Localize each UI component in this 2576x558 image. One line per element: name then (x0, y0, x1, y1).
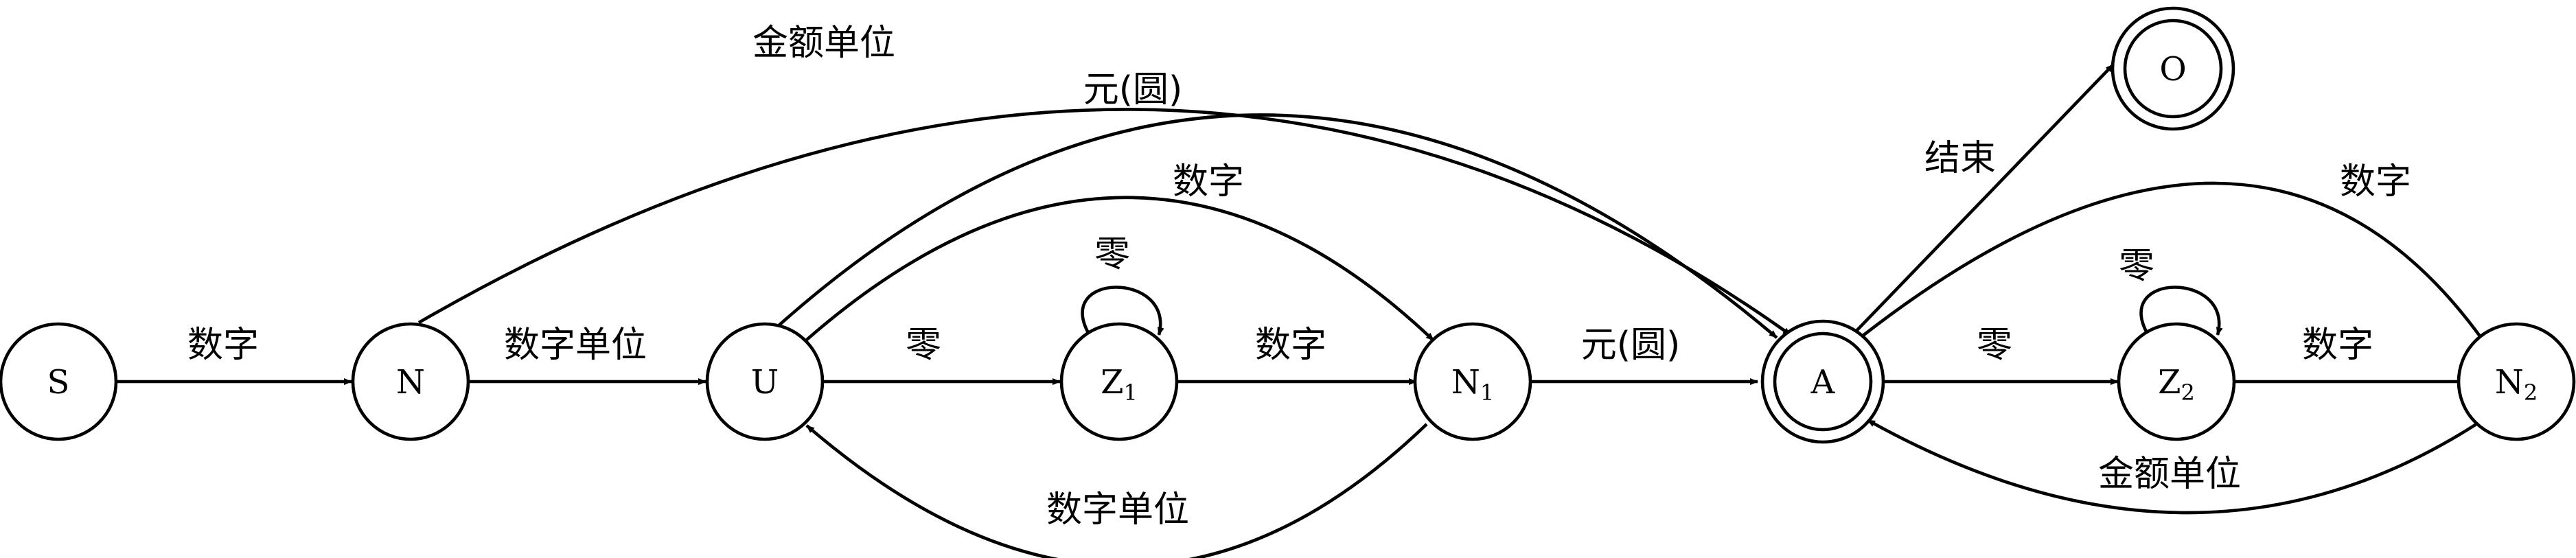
label-a-to-o: 结束 (1924, 138, 1996, 179)
label-n1-to-u: 数字单位 (1046, 489, 1189, 531)
edge-n1-to-u (805, 423, 1428, 558)
edge-z2-self-loop (2139, 286, 2223, 338)
edge-n2-to-a (1866, 418, 2480, 515)
label-a-to-n2: 数字 (2340, 161, 2411, 202)
state-n: N (351, 322, 470, 441)
state-z1-label: Z1 (1101, 363, 1138, 406)
state-a-label: A (1810, 363, 1836, 402)
edge-n-to-a (417, 108, 1792, 336)
label-u-to-n1: 数字 (1173, 161, 1244, 202)
label-z2-self-loop: 零 (2119, 246, 2154, 287)
state-z2: Z2 (2117, 322, 2236, 441)
state-s: S (0, 322, 118, 441)
label-n-to-u: 数字单位 (504, 325, 647, 366)
label-s-to-n: 数字 (187, 325, 259, 366)
label-n-to-a: 金额单位 (752, 23, 895, 64)
edge-a-to-o (1854, 63, 2115, 334)
state-u-label: U (751, 363, 779, 402)
edge-u-to-n1 (805, 196, 1435, 342)
states: S N U Z1 N1 A Z2 (0, 6, 2576, 444)
state-u: U (705, 322, 825, 441)
edge-u-to-a (774, 113, 1778, 339)
state-z2-label: Z2 (2158, 363, 2195, 406)
label-z1-to-n1: 数字 (1255, 325, 1326, 366)
edges (117, 63, 2485, 558)
state-n1: N1 (1413, 322, 1532, 441)
state-s-label: S (47, 363, 70, 402)
edge-a-to-n2 (1861, 181, 2485, 343)
label-u-to-z1: 零 (906, 325, 941, 366)
edge-labels: 数字 数字单位 金额单位 元(圆) 数字 零 零 数字 数字单位 元(圆) 结束… (187, 23, 2411, 531)
state-n2: N2 (2457, 322, 2576, 441)
label-n2-to-a: 金额单位 (2098, 454, 2241, 495)
edge-z1-self-loop (1081, 286, 1164, 338)
state-n-label: N (396, 363, 425, 402)
state-z1: Z1 (1059, 322, 1179, 441)
state-n1-label: N1 (1451, 363, 1494, 406)
label-z2-to-n2: 数字 (2302, 325, 2373, 366)
state-o-label: O (2159, 50, 2186, 89)
label-u-to-a: 元(圆) (1083, 69, 1183, 111)
state-a: A (1760, 319, 1885, 444)
state-o: O (2111, 6, 2235, 131)
label-z1-self-loop: 零 (1094, 234, 1130, 275)
label-n1-to-a: 元(圆) (1581, 325, 1681, 366)
label-a-to-z2: 零 (1977, 325, 2012, 366)
state-n2-label: N2 (2495, 363, 2538, 406)
